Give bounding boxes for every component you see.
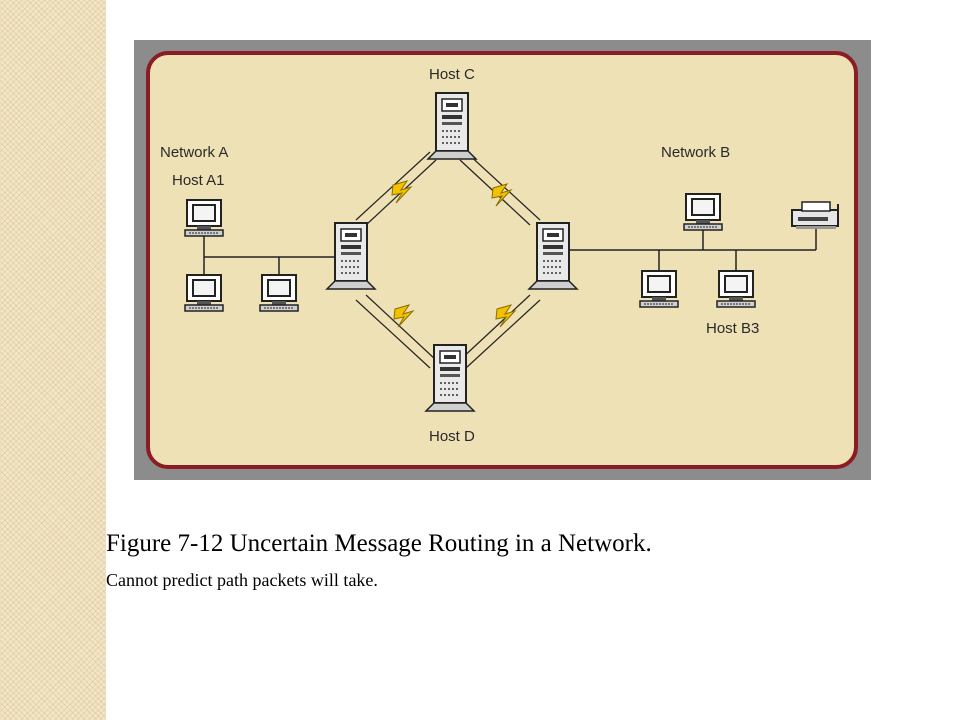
host-d-label: Host D (429, 428, 475, 445)
diagram-canvas: Host C Network A Host A1 Network B Host … (146, 51, 858, 469)
network-a-lan (203, 235, 346, 274)
computer-icon (639, 270, 679, 308)
host-b3-computer-icon (716, 270, 756, 308)
host-c-server-icon (427, 92, 477, 160)
router-b-server-icon (528, 222, 578, 290)
network-diagram: Host C Network A Host A1 Network B Host … (134, 40, 871, 480)
decorative-side-strip (0, 0, 106, 720)
host-a1-label: Host A1 (172, 172, 225, 189)
host-a1-computer-icon (184, 199, 224, 237)
computer-icon (683, 193, 723, 231)
host-c-label: Host C (429, 66, 475, 83)
network-b-label: Network B (661, 144, 730, 161)
host-d-server-icon (425, 344, 475, 412)
router-a-server-icon (326, 222, 376, 290)
computer-icon (259, 274, 299, 312)
figure-caption: Figure 7-12 Uncertain Message Routing in… (106, 530, 652, 557)
network-b-lan (566, 225, 817, 270)
printer-icon (791, 201, 839, 229)
figure-subcaption: Cannot predict path packets will take. (106, 570, 378, 590)
host-b3-label: Host B3 (706, 320, 759, 337)
computer-icon (184, 274, 224, 312)
network-a-label: Network A (160, 144, 228, 161)
diagram-panel (146, 51, 858, 469)
